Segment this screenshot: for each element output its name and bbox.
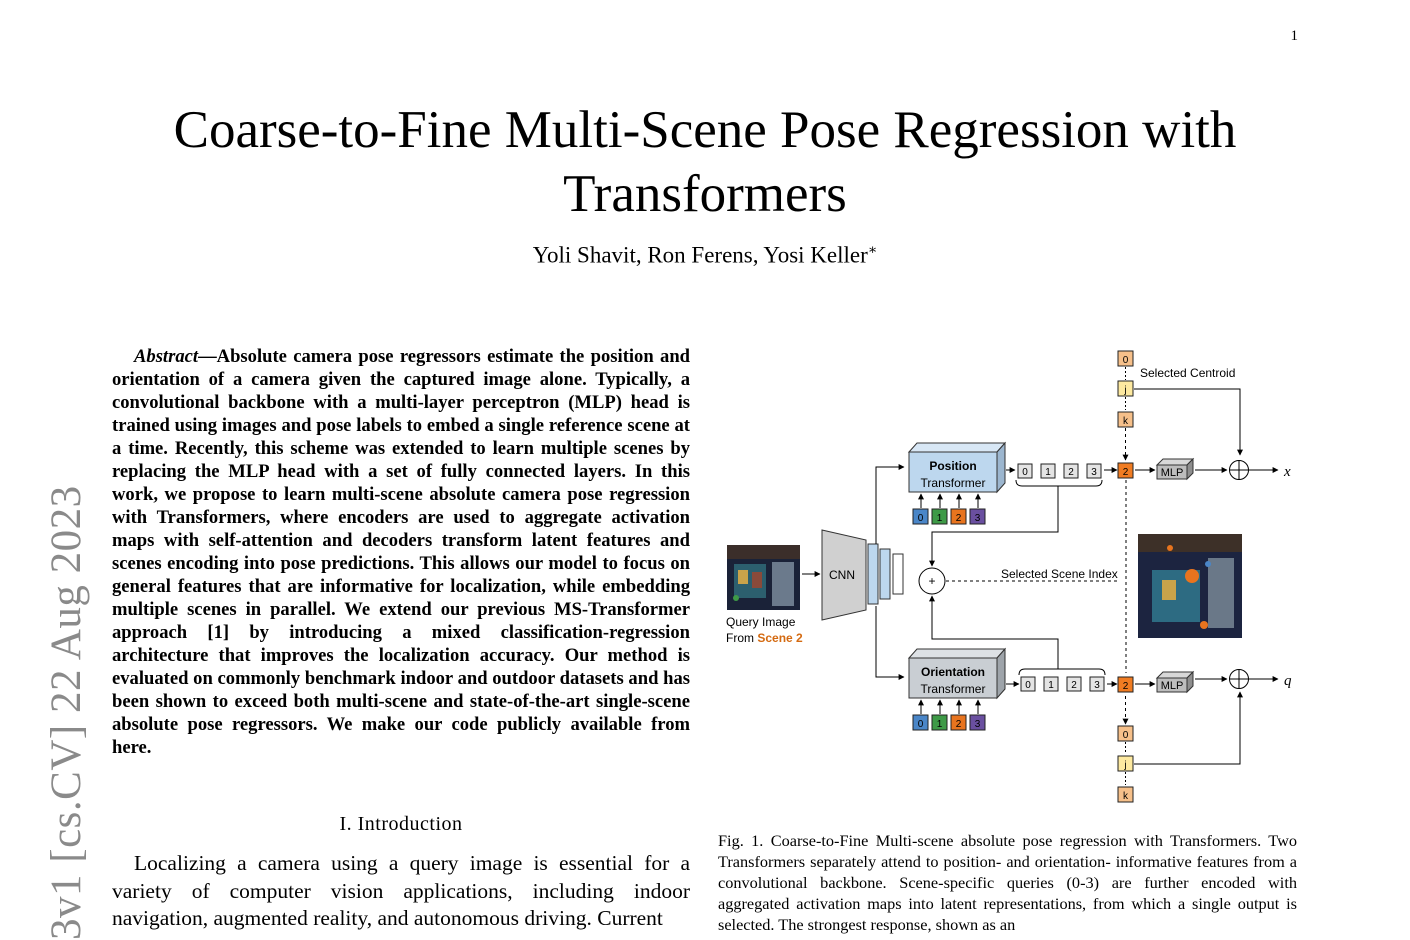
position-latent-outputs: 0 1 2 3 [1015,463,1103,487]
arrow-selected-centroid-top [1134,388,1243,456]
orient-latent-0: 0 [1025,680,1031,691]
orient-latent-1: 1 [1048,680,1054,691]
pos-query-2: 2 [956,513,962,524]
pos-latent-2: 2 [1068,467,1074,478]
orient-query-3: 3 [975,719,981,730]
orient-selected-output [1117,676,1134,693]
position-scene-queries: 0 1 2 3 [912,493,986,525]
selected-centroid-label: Selected Centroid [1140,366,1235,380]
pos-latent-3: 3 [1091,467,1097,478]
scene-label: Scene 2 [757,631,803,645]
query-image [727,545,800,610]
abstract: Abstract—Absolute camera pose regressors… [112,345,690,759]
pos-sum-node [1229,460,1249,480]
top-centroid-0: 0 [1123,355,1129,366]
orient-query-2: 2 [956,719,962,730]
abstract-label: Abstract [134,346,199,367]
bottom-centroids: 0 j k [1117,696,1134,803]
section-heading-introduction: I. Introduction [339,813,463,835]
query-image-label: Query Image [726,615,796,629]
cnn-label: CNN [829,568,855,582]
bottom-centroid-k: k [1123,791,1129,802]
pos-query-3: 3 [975,513,981,524]
bottom-centroid-0: 0 [1123,730,1129,741]
pos-query-0: 0 [918,513,924,524]
top-centroids: 0 j k [1117,350,1134,461]
feature-map-3 [892,553,904,595]
orient-latent-2: 2 [1071,680,1077,691]
output-q: q [1284,673,1292,689]
selected-scene-index-label: Selected Scene Index [1001,567,1118,581]
top-centroid-j: j [1123,385,1126,396]
feature-map-1 [867,543,879,605]
position-mlp-label: MLP [1161,467,1184,479]
from-text: From [726,631,754,645]
intro-paragraph: Localizing a camera using a query image … [112,851,690,930]
orient-query-0: 0 [918,719,924,730]
authors-text: Yoli Shavit, Ron Ferens, Yosi Keller [532,242,868,268]
pos-selected-label: 2 [1123,467,1129,478]
author-list: Yoli Shavit, Ron Ferens, Yosi Keller∗ [0,242,1410,269]
orientation-latent-outputs: 0 1 2 3 [1018,668,1106,692]
orient-sum-node [1229,669,1249,689]
cnn-block [821,529,867,621]
abstract-text: —Absolute camera pose regressors estimat… [112,346,690,758]
position-transformer: Position Transformer [907,441,1007,494]
position-transformer-line2: Transformer [921,476,986,490]
arrow-cnn-position [875,464,905,544]
orient-query-1: 1 [937,719,943,730]
author-footnote-mark: ∗ [867,243,878,258]
orient-latent-3: 3 [1094,680,1100,691]
attention-map-image [1138,534,1242,638]
feature-map-2 [879,548,891,600]
orientation-scene-queries: 0 1 2 3 [912,699,986,731]
arxiv-stamp: 3v1 [cs.CV] 22 Aug 2023 [43,485,90,940]
orientation-mlp: MLP [1155,670,1195,694]
top-centroid-k: k [1123,416,1129,427]
orientation-transformer-line1: Orientation [921,665,985,679]
page-number: 1 [1290,28,1299,44]
paper-title: Coarse-to-Fine Multi-Scene Pose Regressi… [173,101,1237,223]
plus-node-label: + [928,574,935,588]
figure-caption: Fig. 1. Coarse-to-Fine Multi-scene absol… [718,831,1297,934]
pos-latent-1: 1 [1045,467,1051,478]
pos-selected-output [1117,462,1134,479]
orientation-mlp-label: MLP [1161,680,1184,692]
output-x: x [1283,464,1291,480]
arrow-cnn-orientation [875,606,905,680]
orientation-transformer-line2: Transformer [921,682,986,696]
orient-selected-label: 2 [1123,681,1129,692]
arrow-to-plus-top [929,486,1059,567]
pos-latent-0: 0 [1022,467,1028,478]
position-mlp: MLP [1155,457,1195,481]
plus-node [918,567,946,595]
orientation-transformer: Orientation Transformer [907,647,1007,700]
architecture-figure: Query Image From Scene 2 CNN Position Tr… [726,350,1292,803]
pos-query-1: 1 [937,513,943,524]
arrow-to-plus-bottom [929,595,1059,669]
bottom-centroid-j: j [1123,760,1126,771]
position-transformer-line1: Position [929,459,976,473]
query-from-label: From Scene 2 [726,631,803,645]
arrow-selected-centroid-bottom [1134,691,1243,765]
